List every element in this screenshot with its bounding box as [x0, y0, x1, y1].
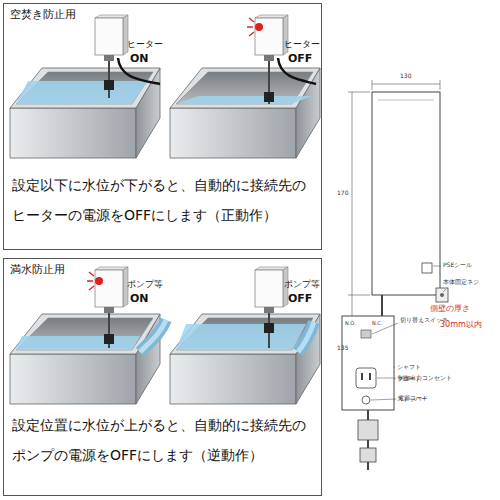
pse-seal	[422, 263, 432, 273]
switch	[361, 330, 371, 338]
tank	[10, 68, 160, 158]
dimension: 135	[337, 345, 348, 352]
indicator-lamp	[255, 23, 263, 31]
state-label: ON	[130, 293, 149, 305]
part-name: 電源コード	[398, 395, 428, 402]
device-label: ポンプ等	[127, 280, 163, 289]
mount-bracket	[436, 288, 448, 302]
power-cord	[362, 396, 370, 404]
pump-hose	[298, 322, 314, 352]
tank	[170, 68, 320, 158]
panel-description: 設定位置に水位が上がると、自動的に接続先の ポンプの電源をOFFにします（逆動作…	[12, 411, 317, 471]
device-label: ヒーター	[127, 40, 163, 49]
part-name: 切り替えスイッチ	[400, 317, 448, 324]
part-name: PSEシール	[443, 262, 472, 269]
leader-line	[433, 266, 441, 267]
pump-hose	[140, 320, 166, 352]
device-label: ヒーター	[284, 40, 320, 49]
device-label: ポンプ等	[284, 280, 320, 289]
switch-mark: N.C.	[372, 321, 382, 327]
sensor-box	[95, 267, 128, 313]
state-label: OFF	[288, 53, 312, 65]
pump-hose	[140, 320, 166, 352]
dimension: 130	[400, 73, 411, 80]
pump-hose	[298, 322, 314, 352]
note: 側壁の厚さ	[430, 305, 470, 314]
float	[360, 448, 376, 462]
lamp-rays	[87, 272, 94, 290]
lamp-rays	[247, 18, 254, 36]
panel-box: 満水防止用設定位置に水位が上がると、自動的に接続先の ポンプの電源をOFFにしま…	[3, 258, 322, 496]
water	[176, 96, 312, 104]
leader-line	[377, 378, 396, 379]
float	[104, 334, 114, 344]
part-name: 制御出力コンセント	[398, 375, 452, 382]
panel-description: 設定以下に水位が下がると、自動的に接続先の ヒーターの電源をOFFにします（正動…	[12, 171, 317, 231]
outlet	[356, 368, 376, 388]
float	[358, 420, 378, 440]
float	[264, 323, 274, 333]
dimension: 170	[337, 190, 348, 197]
fixing-screw	[440, 293, 444, 297]
panel-title: 満水防止用	[10, 263, 210, 277]
sensor-box	[95, 15, 128, 61]
water	[16, 81, 148, 104]
tank	[10, 314, 160, 404]
tank	[170, 314, 320, 404]
shaft	[108, 58, 110, 98]
part-name: シャフト	[397, 364, 421, 371]
main-body	[372, 92, 440, 295]
water	[16, 336, 140, 350]
indicator-lamp	[95, 277, 103, 285]
side-view-body	[342, 316, 394, 410]
leader-line	[371, 399, 396, 400]
body-detail	[378, 100, 434, 101]
water	[176, 324, 306, 350]
panel-title: 空焚き防止用	[10, 8, 210, 22]
switch-mark: N.O.	[345, 321, 356, 327]
part-name: 本体固定ネジ	[443, 279, 479, 286]
state-label: OFF	[288, 293, 312, 305]
state-label: ON	[130, 53, 149, 65]
leader-line	[443, 289, 446, 292]
sensor-box	[255, 15, 288, 61]
float	[264, 92, 274, 102]
float	[104, 80, 114, 90]
sensor-box	[255, 267, 288, 313]
